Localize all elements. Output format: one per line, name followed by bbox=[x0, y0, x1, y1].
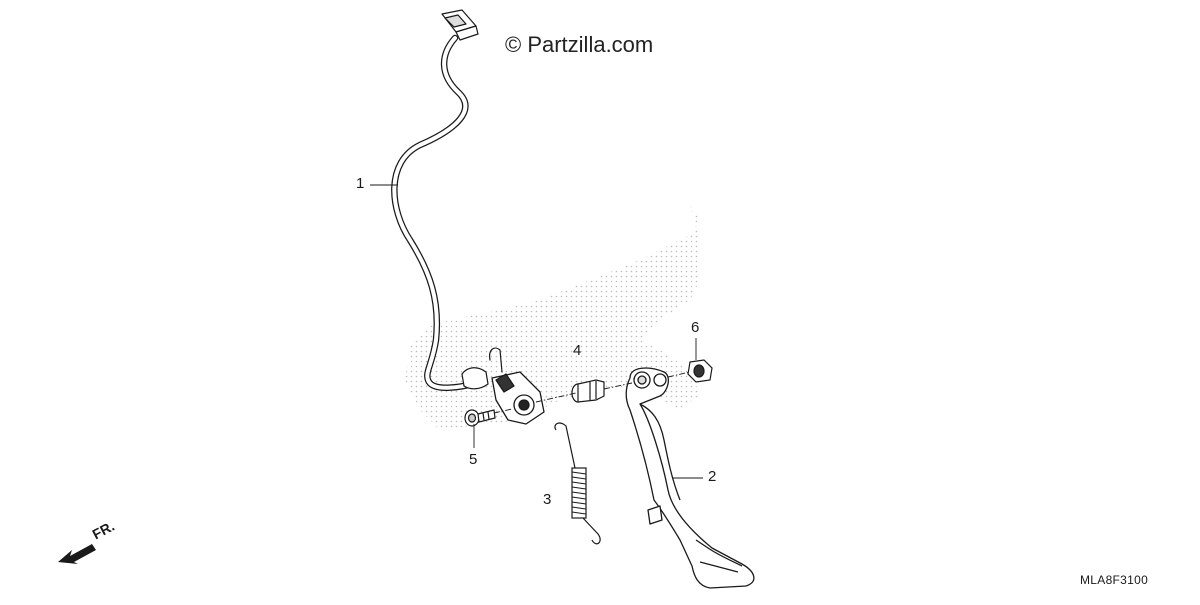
part-1-switch-harness[interactable] bbox=[391, 9, 545, 425]
part-4-pivot-bolt[interactable] bbox=[571, 379, 605, 403]
front-direction-arrow bbox=[58, 544, 96, 564]
callout-2[interactable]: 2 bbox=[708, 468, 717, 485]
callout-6[interactable]: 6 bbox=[691, 319, 700, 336]
harness-connector bbox=[441, 9, 479, 41]
callout-5[interactable]: 5 bbox=[469, 451, 478, 468]
watermark: © Partzilla.com bbox=[505, 32, 654, 57]
part-3-spring[interactable] bbox=[554, 422, 601, 545]
part-2-side-stand[interactable] bbox=[625, 367, 755, 589]
part-5-bolt[interactable] bbox=[464, 409, 496, 427]
diagram-code: MLA8F3100 bbox=[1080, 573, 1149, 587]
callout-4[interactable]: 4 bbox=[573, 342, 582, 359]
assembly-axis bbox=[493, 371, 691, 414]
callout-1[interactable]: 1 bbox=[356, 175, 365, 192]
part-6-nut[interactable] bbox=[687, 359, 713, 383]
callout-3[interactable]: 3 bbox=[543, 491, 552, 508]
leader-lines bbox=[370, 184, 703, 479]
